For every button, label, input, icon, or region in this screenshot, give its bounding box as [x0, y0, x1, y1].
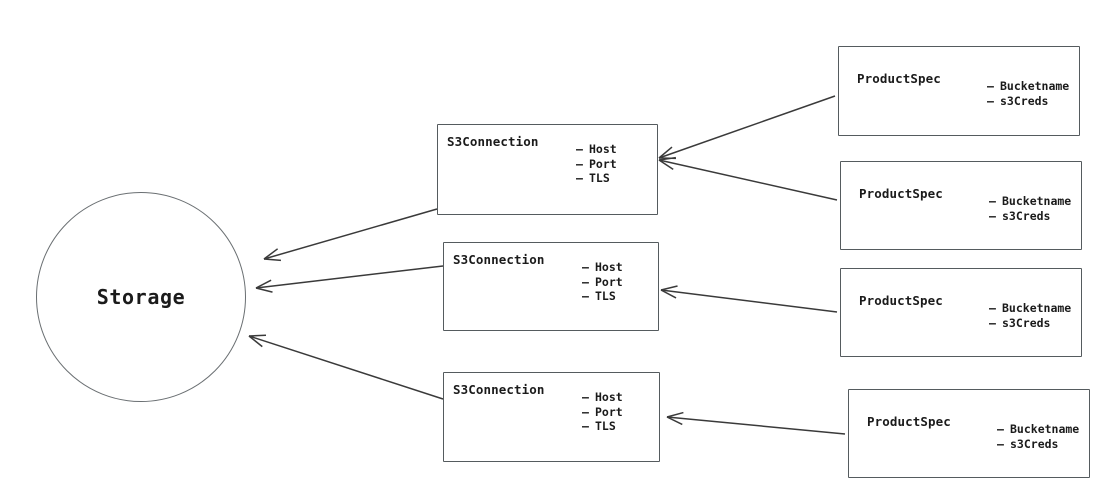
s3-connection-box[interactable]: S3Connection–Host–Port–TLS — [443, 242, 659, 331]
bullet-dash-icon: – — [576, 156, 583, 171]
arrowhead-barb-icon — [658, 156, 676, 161]
s3-connection-attribute-list: –Host–Port–TLS — [582, 390, 623, 434]
arrowhead-barb-icon — [658, 146, 673, 159]
arrowhead-barb-icon — [263, 248, 279, 260]
s3-connection-attribute-list: –Host–Port–TLS — [576, 142, 617, 186]
bullet-dash-icon: – — [582, 390, 589, 404]
s3-connection-attribute-label: Host — [595, 260, 623, 274]
bullet-dash-icon: – — [987, 79, 994, 93]
s3-connection-attribute: –TLS — [576, 171, 617, 186]
bullet-dash-icon: – — [582, 289, 589, 303]
product-spec-attribute: –s3Creds — [989, 209, 1071, 224]
s3-connection-attribute-label: TLS — [595, 289, 616, 303]
product-spec-attribute: –Bucketname — [987, 79, 1069, 94]
bullet-dash-icon: – — [989, 315, 996, 330]
arrowhead-barb-icon — [660, 285, 678, 291]
bullet-dash-icon: – — [989, 301, 996, 315]
bullet-dash-icon: – — [997, 422, 1004, 436]
s3-connection-attribute-label: Port — [595, 404, 623, 419]
s3-connection-attribute: –Host — [582, 390, 623, 405]
product-spec-title: ProductSpec — [857, 71, 941, 86]
product-spec-box[interactable]: ProductSpec –Bucketname–s3Creds — [838, 46, 1080, 136]
arrowhead-barb-icon — [248, 334, 267, 337]
storage-circle-node[interactable]: Storage — [36, 192, 246, 402]
product-spec-attribute: –s3Creds — [989, 316, 1071, 331]
arrowhead-barb-icon — [660, 289, 677, 299]
arrowhead-barb-icon — [248, 335, 263, 348]
bullet-dash-icon: – — [989, 194, 996, 208]
product-spec-title: ProductSpec — [867, 414, 951, 429]
bullet-dash-icon: – — [582, 260, 589, 274]
product-spec-attribute-list: –Bucketname–s3Creds — [989, 194, 1071, 223]
arrowhead-barb-icon — [666, 411, 684, 418]
product-spec-title: ProductSpec — [859, 293, 943, 308]
product-spec-attribute: –Bucketname — [997, 422, 1079, 437]
bullet-dash-icon: – — [582, 419, 589, 433]
edge-conn2-to-storage — [255, 265, 444, 293]
arrowhead-barb-icon — [666, 416, 683, 426]
s3-connection-title: S3Connection — [453, 252, 545, 267]
product-spec-attribute-label: Bucketname — [1002, 194, 1072, 208]
bullet-dash-icon: – — [997, 436, 1004, 451]
s3-connection-attribute-label: Port — [589, 156, 617, 171]
s3-connection-title: S3Connection — [453, 382, 545, 397]
product-spec-attribute-label: s3Creds — [1002, 208, 1051, 223]
s3-connection-attribute-label: Host — [595, 390, 623, 404]
arrowhead-barb-icon — [255, 287, 273, 293]
product-spec-box[interactable]: ProductSpec –Bucketname–s3Creds — [840, 268, 1082, 357]
s3-connection-attribute: –Host — [582, 260, 623, 275]
edge-spec1-to-conn1 — [658, 95, 836, 160]
arrowhead-barb-icon — [658, 159, 674, 170]
s3-connection-attribute-label: Port — [595, 274, 623, 289]
product-spec-attribute: –Bucketname — [989, 194, 1071, 209]
arrowhead-barb-icon — [263, 258, 282, 262]
product-spec-attribute-label: s3Creds — [1010, 436, 1059, 451]
s3-connection-box[interactable]: S3Connection–Host–Port–TLS — [443, 372, 660, 462]
s3-connection-title: S3Connection — [447, 134, 539, 149]
s3-connection-attribute: –TLS — [582, 419, 623, 434]
product-spec-attribute: –s3Creds — [987, 94, 1069, 109]
product-spec-attribute-list: –Bucketname–s3Creds — [987, 79, 1069, 108]
s3-connection-attribute: –TLS — [582, 289, 623, 304]
product-spec-attribute-label: Bucketname — [1000, 79, 1070, 93]
product-spec-attribute-list: –Bucketname–s3Creds — [997, 422, 1079, 451]
product-spec-attribute-label: s3Creds — [1000, 93, 1049, 108]
edge-conn3-to-storage — [248, 334, 444, 400]
edge-spec4-to-conn3 — [666, 411, 846, 435]
product-spec-attribute-label: s3Creds — [1002, 315, 1051, 330]
bullet-dash-icon: – — [987, 93, 994, 108]
edge-spec2-to-conn1 — [658, 156, 838, 201]
product-spec-attribute-list: –Bucketname–s3Creds — [989, 301, 1071, 330]
bullet-dash-icon: – — [582, 274, 589, 289]
s3-connection-attribute-label: TLS — [589, 171, 610, 185]
arrowhead-barb-icon — [255, 279, 272, 289]
product-spec-attribute: –s3Creds — [997, 437, 1079, 452]
s3-connection-attribute-list: –Host–Port–TLS — [582, 260, 623, 304]
bullet-dash-icon: – — [576, 142, 583, 156]
product-spec-attribute-label: Bucketname — [1002, 301, 1072, 315]
s3-connection-box[interactable]: S3Connection–Host–Port–TLS — [437, 124, 658, 215]
bullet-dash-icon: – — [576, 171, 583, 185]
product-spec-box[interactable]: ProductSpec –Bucketname–s3Creds — [848, 389, 1090, 478]
product-spec-title: ProductSpec — [859, 186, 943, 201]
edge-conn1-to-storage — [263, 208, 438, 262]
storage-label: Storage — [96, 285, 186, 309]
s3-connection-attribute-label: TLS — [595, 419, 616, 433]
bullet-dash-icon: – — [582, 404, 589, 419]
s3-connection-attribute-label: Host — [589, 142, 617, 156]
edge-spec3-to-conn2 — [660, 285, 838, 313]
product-spec-attribute: –Bucketname — [989, 301, 1071, 316]
s3-connection-attribute: –Port — [582, 275, 623, 290]
product-spec-box[interactable]: ProductSpec –Bucketname–s3Creds — [840, 161, 1082, 250]
bullet-dash-icon: – — [989, 208, 996, 223]
s3-connection-attribute: –Port — [576, 157, 617, 172]
s3-connection-attribute: –Host — [576, 142, 617, 157]
s3-connection-attribute: –Port — [582, 405, 623, 420]
product-spec-attribute-label: Bucketname — [1010, 422, 1080, 436]
